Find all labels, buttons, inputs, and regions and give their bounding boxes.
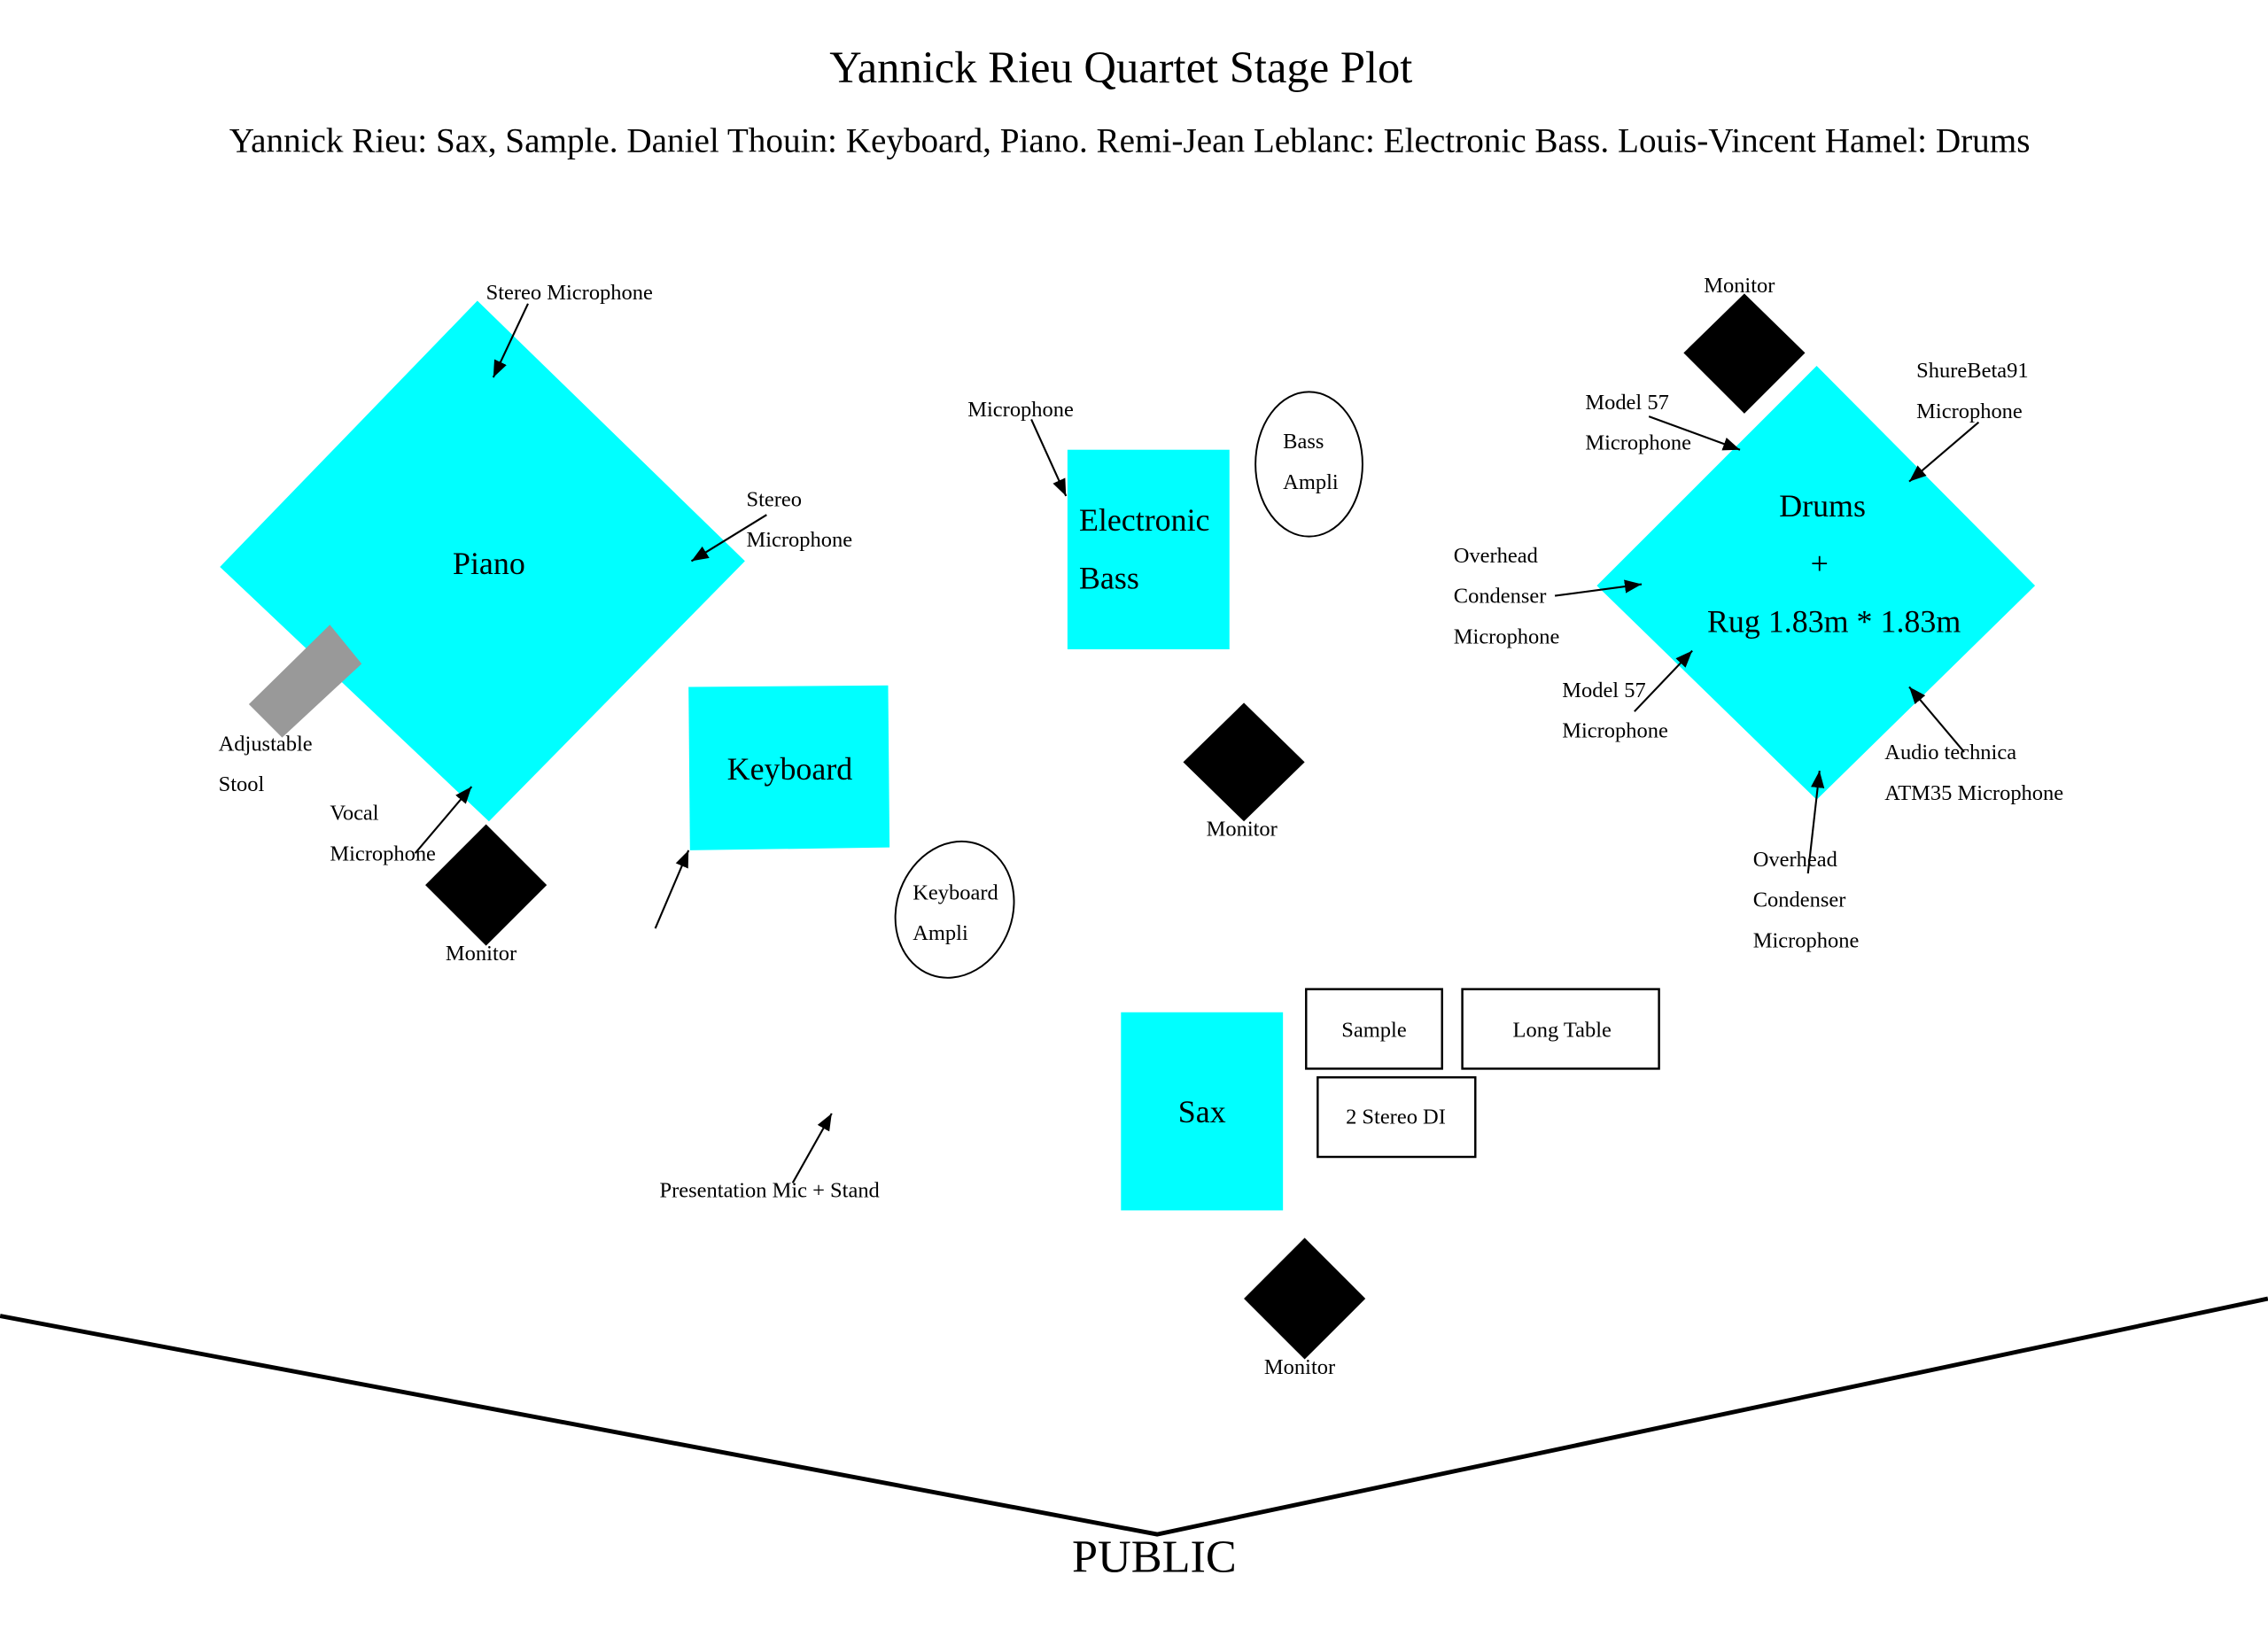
vocal-mic-label-2: Microphone <box>330 842 436 865</box>
drums-monitor-label: Monitor <box>1704 274 1775 298</box>
overhead-bottom-label-3: Microphone <box>1753 928 1860 952</box>
overhead-left-label-2: Condenser <box>1454 585 1547 609</box>
page-subtitle: Yannick Rieu: Sax, Sample. Daniel Thouin… <box>229 121 2031 159</box>
keyboard-mic-arrow <box>654 850 690 929</box>
bass-label-1: Electronic <box>1079 502 1210 538</box>
vocal-mic-arrow <box>414 786 473 854</box>
model57-top-label-2: Microphone <box>1585 431 1691 455</box>
shure-label-2: Microphone <box>1916 400 2023 423</box>
bass-area: Electronic Bass Microphone Bass Ampli Mo… <box>967 391 1363 842</box>
drums-rug-label: Rug 1.83m * 1.83m <box>1707 603 1961 639</box>
piano-label: Piano <box>453 546 525 581</box>
audio-technica-label-2: ATM35 Microphone <box>1884 781 2063 805</box>
vocal-mic-label-1: Vocal <box>330 802 378 826</box>
drums-rug-shape <box>1596 366 2036 800</box>
piano-monitor-label: Monitor <box>446 942 517 966</box>
stereo-di-box <box>1317 1075 1477 1159</box>
keyboard-area: Keyboard Keyboard Ampli Presentation Mic… <box>654 685 1015 1203</box>
stereo-mic-top-arrow <box>492 303 529 378</box>
page-title: Yannick Rieu Quartet Stage Plot <box>829 43 1412 92</box>
keyboard-ampli-label-1: Keyboard <box>913 881 998 904</box>
overhead-bottom-label-2: Condenser <box>1753 888 1846 912</box>
piano-monitor <box>425 824 548 946</box>
shure-arrow <box>1908 421 1980 483</box>
stool-label-2: Stool <box>219 772 265 796</box>
piano-area: Piano Adjustable Stool Stereo Microphone… <box>219 281 853 966</box>
keyboard-shape <box>688 685 890 850</box>
bass-monitor-label: Monitor <box>1207 818 1278 842</box>
overhead-left-label-3: Microphone <box>1454 625 1560 648</box>
overhead-bottom-label-1: Overhead <box>1753 848 1837 872</box>
audio-technica-arrow <box>1908 686 1965 753</box>
sax-shape <box>1121 1012 1284 1211</box>
piano-shape <box>220 300 745 822</box>
drums-area: Drums + Rug 1.83m * 1.83m Monitor Model … <box>1454 274 2063 953</box>
shure-label-1: ShureBeta91 <box>1916 359 2028 383</box>
keyboard-ampli <box>894 840 1015 979</box>
stereo-mic-right-label-2: Microphone <box>746 528 852 552</box>
drums-label: Drums <box>1779 488 1866 524</box>
model57-top-arrow <box>1648 415 1741 451</box>
model57-bottom-arrow <box>1634 649 1693 712</box>
keyboard-ampli-label-2: Ampli <box>913 921 968 945</box>
sax-area: Sax Sample Long Table 2 Stereo DI Monito… <box>1121 988 1660 1379</box>
presentation-mic-arrow <box>791 1113 833 1183</box>
stereo-di-label: 2 Stereo DI <box>1346 1105 1446 1129</box>
model57-bottom-label-1: Model 57 <box>1562 679 1645 702</box>
drums-monitor <box>1683 293 1806 414</box>
bass-ampli <box>1254 391 1363 538</box>
public-label: PUBLIC <box>1072 1532 1237 1583</box>
model57-bottom-label-2: Microphone <box>1562 719 1668 743</box>
sax-monitor-label: Monitor <box>1264 1355 1335 1379</box>
sax-monitor <box>1244 1237 1366 1360</box>
drums-plus: + <box>1811 546 1829 581</box>
stereo-mic-right-arrow <box>690 514 767 562</box>
sample-box <box>1305 988 1443 1070</box>
sax-label: Sax <box>1178 1094 1226 1129</box>
audio-technica-label-1: Audio technica <box>1884 741 2016 764</box>
bass-mic-label: Microphone <box>967 398 1074 422</box>
bass-label-2: Bass <box>1079 560 1139 595</box>
long-table-label: Long Table <box>1513 1019 1612 1043</box>
overhead-bottom-arrow <box>1806 771 1825 874</box>
electronic-bass-shape <box>1067 449 1230 649</box>
long-table-box <box>1461 988 1660 1070</box>
keyboard-label: Keyboard <box>727 751 853 787</box>
overhead-left-arrow <box>1554 579 1643 597</box>
bass-mic-arrow <box>1030 418 1068 497</box>
stereo-mic-top-label: Stereo Microphone <box>486 281 653 305</box>
stool-label-1: Adjustable <box>219 732 313 756</box>
stage-front-edge <box>0 1296 2268 1537</box>
presentation-mic-label: Presentation Mic + Stand <box>660 1179 880 1203</box>
sample-label: Sample <box>1341 1019 1407 1043</box>
model57-top-label-1: Model 57 <box>1585 391 1668 415</box>
adjustable-stool <box>248 625 362 738</box>
stereo-mic-right-label-1: Stereo <box>746 487 802 511</box>
bass-ampli-label-1: Bass <box>1283 430 1324 454</box>
bass-monitor <box>1183 702 1305 822</box>
overhead-left-label-1: Overhead <box>1454 544 1538 568</box>
bass-ampli-label-2: Ampli <box>1283 470 1339 494</box>
